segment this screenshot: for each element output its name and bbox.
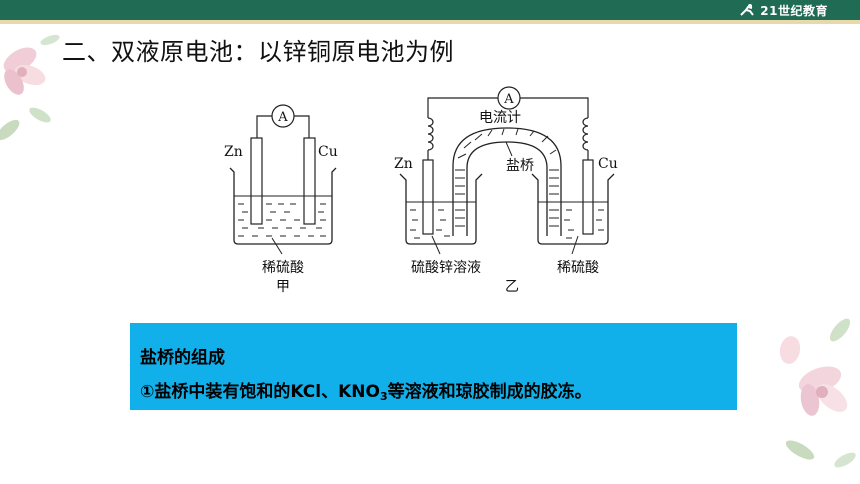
salt-bridge [452, 127, 562, 236]
svg-text:电流计: 电流计 [479, 110, 521, 126]
zn-electrode [250, 137, 263, 225]
info-text-suffix: 等溶液和琼胶制成的胶冻。 [387, 382, 592, 402]
svg-text:稀硫酸: 稀硫酸 [262, 260, 304, 276]
svg-text:稀硫酸: 稀硫酸 [557, 260, 599, 276]
cell-jia: A Zn Cu 稀硫酸 甲 [224, 104, 338, 295]
galvanic-cell-diagrams: A Zn Cu 稀硫酸 甲 A 电流计 [224, 86, 618, 295]
top-accent-line [0, 20, 860, 24]
coil-left [427, 117, 434, 151]
info-text-prefix: ①盐桥中装有饱和的KCl、KNO [140, 382, 380, 402]
coil-right [582, 117, 589, 151]
ammeter-icon [271, 104, 295, 128]
info-text-subscript: 3 [379, 390, 388, 403]
beaker [229, 167, 337, 245]
flower-decoration-icon [779, 318, 856, 468]
svg-text:A: A [277, 110, 288, 125]
beaker-left [399, 173, 483, 245]
top-bar: 21世纪教育 [0, 0, 860, 20]
svg-text:Cu: Cu [598, 156, 618, 172]
zn-electrode [422, 159, 434, 235]
svg-text:Zn: Zn [394, 156, 413, 172]
svg-text:Zn: Zn [224, 144, 243, 160]
svg-text:甲: 甲 [276, 279, 290, 295]
svg-text:Cu: Cu [318, 144, 338, 160]
svg-text:硫酸锌溶液: 硫酸锌溶液 [411, 260, 481, 276]
svg-text:乙: 乙 [505, 279, 519, 295]
brand-text: 21世纪教育 [760, 3, 828, 18]
cell-yi: A 电流计 Zn Cu 盐桥 [394, 86, 618, 295]
info-heading: 盐桥的组成 [140, 348, 225, 368]
ammeter-icon [497, 86, 521, 110]
page-title: 二、双液原电池：以锌铜原电池为例 [62, 38, 454, 66]
beaker-right [531, 173, 615, 245]
svg-text:A: A [503, 92, 514, 107]
brand: 21世纪教育 [738, 2, 828, 18]
cu-electrode [303, 137, 316, 225]
flower-decoration-icon [0, 34, 60, 141]
runner-logo-icon [740, 4, 755, 16]
svg-text:盐桥: 盐桥 [506, 158, 534, 174]
salt-bridge-info-box: 盐桥的组成 ①盐桥中装有饱和的KCl、KNO3等溶液和琼胶制成的胶冻。 [130, 323, 737, 410]
info-text: ①盐桥中装有饱和的KCl、KNO3等溶液和琼胶制成的胶冻。 [140, 377, 592, 403]
cu-electrode [582, 159, 594, 235]
